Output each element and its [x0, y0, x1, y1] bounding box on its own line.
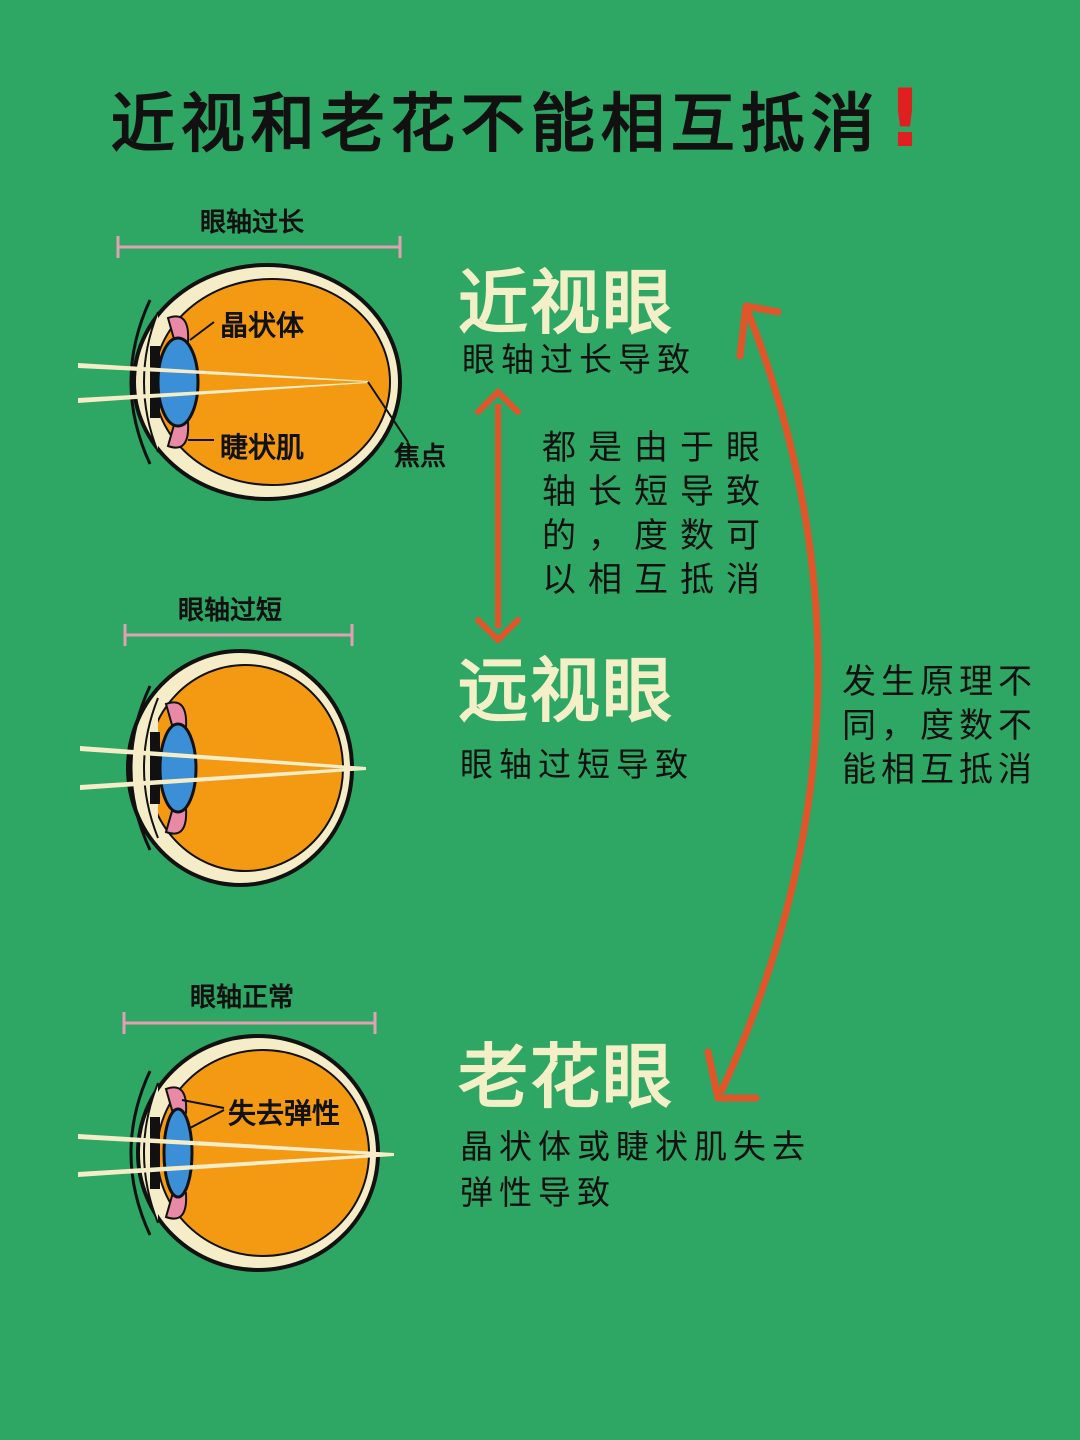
curved-arrow-myopia-presbyopia	[704, 302, 822, 1102]
presbyopia-cause-line2: 弹性导致	[460, 1173, 616, 1212]
cornea	[129, 685, 152, 851]
myopia-cause: 眼轴过长导致	[462, 340, 696, 379]
presbyopia-cause-line1: 晶状体或睫状肌失去	[460, 1127, 811, 1166]
ciliary-muscle-label: 睫状肌	[220, 431, 305, 464]
double-arrow-myopia-hyperopia	[475, 387, 521, 645]
focus-label: 焦点	[394, 442, 447, 472]
exclamation-mark: !	[886, 72, 930, 165]
note-cannot-offset: 发生原理不同，度数不能相互抵消	[842, 662, 1037, 790]
lens	[156, 336, 200, 428]
note-can-offset: 都是由于眼轴长短导致的，度数可以相互抵消	[542, 428, 772, 600]
presbyopia-eye	[78, 1012, 394, 1272]
cornea	[129, 299, 152, 465]
title-text: 近视和老花不能相互抵消	[110, 88, 881, 162]
myopia-heading: 近视眼	[458, 262, 674, 344]
presbyopia-axis-label: 眼轴正常	[190, 983, 295, 1013]
loss-of-elasticity-label: 失去弹性	[228, 1097, 341, 1130]
myopia-axis-label: 眼轴过长	[200, 208, 305, 238]
lens-label: 晶状体	[220, 309, 305, 342]
myopia-eye	[78, 236, 409, 501]
cornea	[129, 1070, 152, 1236]
lens	[162, 1107, 194, 1199]
hyperopia-eye	[80, 624, 366, 887]
hyperopia-axis-label: 眼轴过短	[178, 596, 283, 626]
lens	[158, 722, 198, 814]
hyperopia-heading: 远视眼	[458, 650, 674, 732]
hyperopia-cause: 眼轴过短导致	[460, 745, 694, 784]
presbyopia-heading: 老花眼	[458, 1036, 674, 1118]
page-title: 近视和老花不能相互抵消!	[0, 72, 1040, 165]
